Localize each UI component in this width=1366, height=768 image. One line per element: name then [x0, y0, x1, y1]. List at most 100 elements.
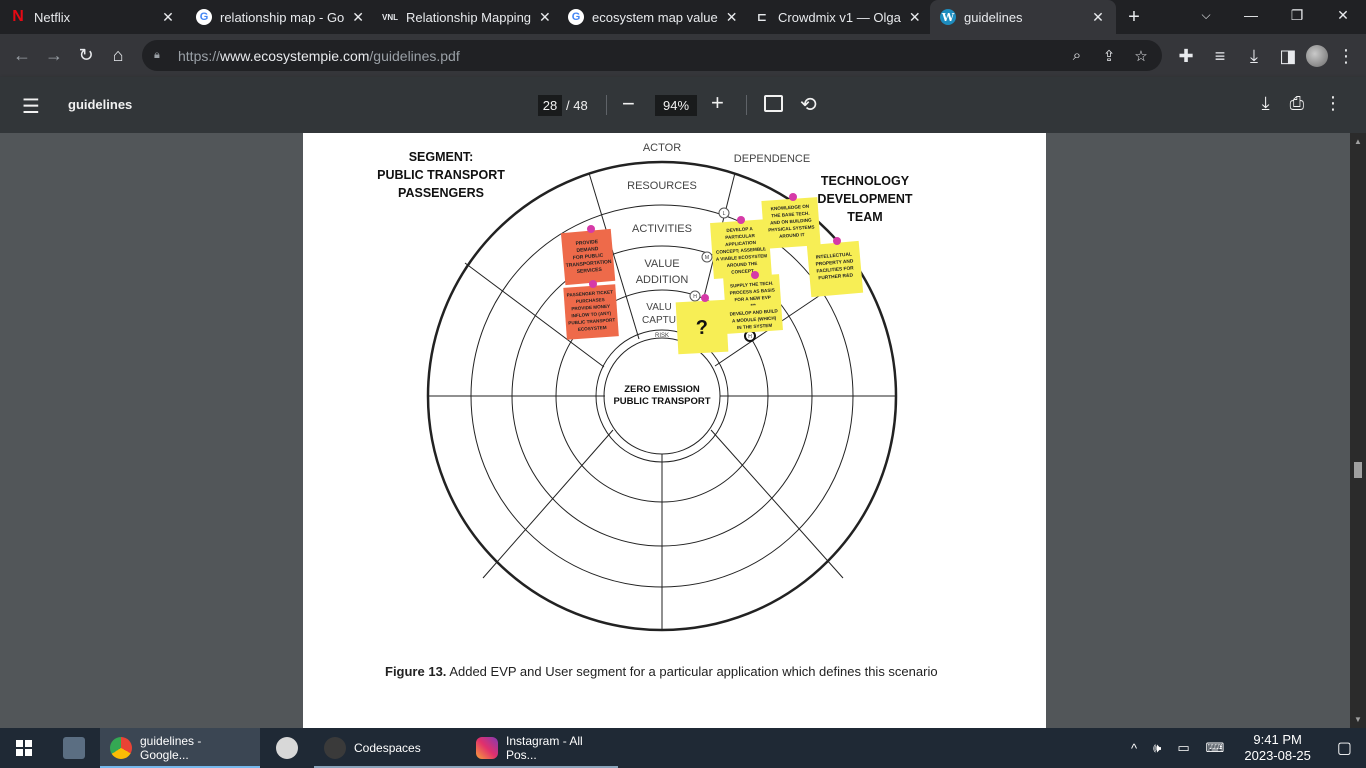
taskbar-app-codespaces[interactable]: Codespaces — [314, 728, 466, 768]
more-options-icon[interactable]: ⋮ — [1324, 93, 1342, 113]
url-text[interactable]: https://www.ecosystempie.com/guidelines.… — [178, 48, 1066, 64]
share-icon[interactable]: ⇪ — [1102, 47, 1116, 65]
tab-relationship-map[interactable]: G relationship map - Go ✕ — [186, 0, 372, 34]
note-text: INTELLECTUAL — [816, 251, 853, 260]
extensions-icon[interactable]: ✚ — [1178, 45, 1194, 66]
pin-icon — [833, 237, 841, 245]
print-icon[interactable]: ⎙ — [1289, 93, 1304, 113]
chevron-up-icon[interactable]: ^ — [1131, 740, 1138, 756]
page-number-input[interactable]: 28 — [538, 95, 562, 116]
tab-title: Netflix — [34, 9, 71, 25]
note-text: AND ON BUILDING — [770, 218, 812, 226]
zoom-level-input[interactable]: 94% — [655, 95, 697, 116]
fit-page-icon[interactable] — [764, 95, 783, 112]
battery-icon[interactable]: ▭ — [1177, 740, 1190, 755]
close-window-icon[interactable]: ✕ — [1337, 6, 1349, 23]
close-icon[interactable]: ✕ — [539, 8, 551, 25]
system-tray: ^ 🕪︎ ▭ ⌨ 9:41 PM 2023-08-25 ▢ — [1123, 728, 1366, 768]
notification-icon[interactable]: ▢ — [1336, 740, 1352, 757]
window-controls: — ❐ ✕ — [1228, 0, 1366, 34]
note-text: DEMAND — [576, 246, 599, 254]
media-icon[interactable]: ≡ — [1214, 45, 1226, 66]
back-icon[interactable]: ← — [13, 45, 31, 65]
value-capture-label: VALU — [646, 302, 671, 313]
pin-icon — [589, 280, 597, 288]
pin-icon — [701, 294, 709, 302]
level-marker — [718, 207, 730, 219]
lock-icon[interactable]: 🔒︎ — [154, 48, 160, 61]
tab-guidelines[interactable]: W guidelines ✕ — [930, 0, 1116, 34]
note-text: PHYSICAL SYSTEMS — [768, 224, 815, 232]
tab-ecosystem-map[interactable]: G ecosystem map value ✕ — [558, 0, 744, 34]
zoom-icon[interactable]: ⌕ — [1072, 46, 1082, 64]
clock-time: 9:41 PM — [1253, 732, 1302, 747]
clock[interactable]: 9:41 PM 2023-08-25 — [1232, 732, 1323, 764]
zoom-out-icon[interactable]: − — [622, 91, 635, 116]
active-indicator — [100, 766, 260, 768]
keyboard-icon[interactable]: ⌨ — [1205, 740, 1225, 755]
taskbar-app-steam[interactable] — [260, 728, 314, 768]
tech-team-label: DEVELOPMENT — [817, 192, 913, 206]
google-icon: G — [196, 9, 212, 25]
actor-label: ACTOR — [643, 142, 681, 154]
taskbar-app-instagram[interactable]: Instagram - All Pos... — [466, 728, 618, 768]
close-icon[interactable]: ✕ — [352, 8, 365, 25]
minimize-icon[interactable]: — — [1244, 7, 1258, 23]
url-scheme: https:// — [178, 47, 221, 64]
pdf-download-icon[interactable]: ⤓ — [1261, 93, 1270, 113]
forward-icon[interactable]: → — [45, 45, 63, 65]
hamburger-menu-icon[interactable]: ☰ — [22, 96, 40, 118]
calculator-app[interactable] — [48, 728, 100, 768]
clock-date: 2023-08-25 — [1244, 748, 1311, 763]
center-label: PUBLIC TRANSPORT — [613, 396, 710, 407]
browser-toolbar: ← → ↻ ⌂ 🔒︎ https://www.ecosystempie.com/… — [0, 34, 1366, 77]
close-icon[interactable]: ✕ — [162, 8, 174, 25]
crowdmix-icon: ⊏ — [756, 10, 768, 24]
note-background — [560, 228, 616, 286]
note-text: PROVIDE MONEY — [571, 304, 610, 312]
divider — [606, 95, 607, 115]
note-text: FOR PUBLIC — [573, 253, 604, 262]
tab-relationship-mapping[interactable]: VNL Relationship Mapping ✕ — [372, 0, 558, 34]
note-text: ? — [695, 317, 708, 340]
zoom-in-icon[interactable]: + — [711, 90, 724, 115]
address-bar[interactable]: 🔒︎ https://www.ecosystempie.com/guidelin… — [142, 40, 1162, 71]
pdf-toolbar: ☰ guidelines 28 / 48 − 94% + ⟲ ⤓ ⎙ ⋮ — [0, 77, 1366, 133]
scroll-thumb[interactable] — [1354, 462, 1362, 478]
pdf-viewer[interactable]: ACTOR DEPENDENCE RESOURCES ACTIVITIES VA… — [0, 133, 1350, 728]
side-panel-icon[interactable]: ◨ — [1279, 45, 1297, 66]
restore-icon[interactable]: ❐ — [1290, 6, 1304, 23]
tab-netflix[interactable]: N Netflix ✕ — [0, 0, 186, 34]
rotate-icon[interactable]: ⟲ — [800, 94, 817, 116]
vertical-scrollbar[interactable]: ▲ ▼ — [1350, 133, 1366, 728]
tab-search-icon[interactable]: ⌵ — [1201, 7, 1211, 22]
google-icon: G — [568, 9, 584, 25]
sticky-note-red: PASSENGER TICKET PURCHASES PROVIDE MONEY… — [563, 284, 619, 340]
scroll-up-icon[interactable]: ▲ — [1354, 137, 1362, 146]
close-icon[interactable]: ✕ — [725, 8, 738, 25]
scroll-down-icon[interactable]: ▼ — [1354, 715, 1362, 724]
pdf-page: ACTOR DEPENDENCE RESOURCES ACTIVITIES VA… — [303, 133, 1046, 728]
vnl-icon: VNL — [382, 12, 398, 22]
note-text: AROUND THE — [727, 261, 758, 268]
download-icon[interactable]: ⤓ — [1250, 45, 1258, 66]
tab-strip: N Netflix ✕ G relationship map - Go ✕ VN… — [0, 0, 1366, 34]
menu-kebab-icon[interactable]: ⋮ — [1337, 45, 1355, 66]
sticky-note-question: ? — [675, 299, 729, 355]
reload-icon[interactable]: ↻ — [78, 45, 94, 65]
sticky-note-yellow: KNOWLEDGE ON THE BASE TECH. AND ON BUILD… — [761, 197, 821, 249]
segment-label: PASSENGERS — [398, 186, 484, 200]
home-icon[interactable]: ⌂ — [112, 45, 124, 65]
ecosystem-pie-diagram: ACTOR DEPENDENCE RESOURCES ACTIVITIES VA… — [377, 142, 913, 632]
start-button[interactable] — [0, 728, 48, 768]
bookmark-star-icon[interactable]: ☆ — [1134, 47, 1148, 65]
close-icon[interactable]: ✕ — [1092, 8, 1104, 25]
taskbar-app-chrome[interactable]: guidelines - Google... — [100, 728, 260, 768]
profile-avatar[interactable] — [1306, 45, 1328, 67]
note-text: FOR A NEW EVP — [734, 295, 771, 303]
volume-icon[interactable]: 🕪︎ — [1153, 740, 1162, 755]
pin-icon — [587, 225, 595, 233]
close-icon[interactable]: ✕ — [908, 8, 921, 25]
tab-crowdmix[interactable]: ⊏ Crowdmix v1 — Olga ✕ — [744, 0, 930, 34]
new-tab-button[interactable]: + — [1128, 5, 1140, 28]
